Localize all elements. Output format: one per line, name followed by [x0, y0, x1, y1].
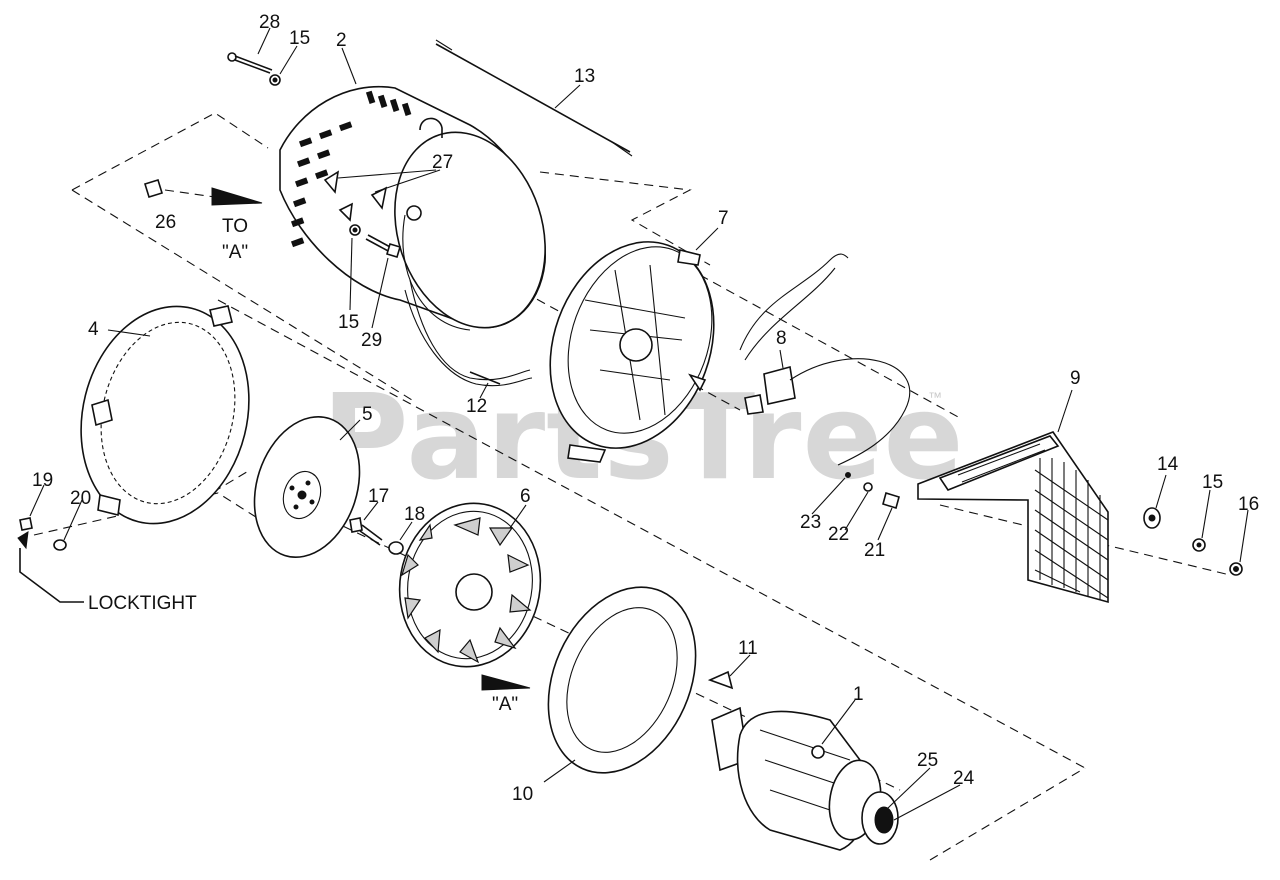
callout-25: 25 [917, 750, 938, 771]
stator-leads-12 [404, 279, 533, 387]
fan-6 [398, 502, 542, 668]
callout-19: 19 [32, 470, 53, 491]
callout-9: 9 [1070, 368, 1081, 389]
nut-15-top [269, 74, 281, 86]
note-locktight: LOCKTIGHT [88, 593, 197, 614]
callout-17: 17 [368, 486, 389, 507]
bolt-17 [349, 517, 383, 546]
callout-5: 5 [362, 404, 373, 425]
note-a-top: "A" [222, 242, 248, 263]
grille-9 [917, 431, 1109, 604]
axis-line-right [939, 504, 1231, 576]
washer-20 [53, 539, 67, 551]
rotor-assembly-1 [711, 706, 899, 851]
hardware-23-22-21 [845, 472, 900, 510]
callout-14: 14 [1157, 454, 1179, 475]
callout-27: 27 [432, 152, 453, 173]
callout-21: 21 [864, 540, 885, 561]
callout-23: 23 [800, 512, 821, 533]
callout-13: 13 [574, 66, 595, 87]
callout-6: 6 [520, 486, 531, 507]
screw-19 [17, 517, 33, 550]
notes: TO "A" "A" LOCKTIGHT [88, 216, 518, 715]
callout-15: 15 [289, 28, 310, 49]
flex-plate-5 [253, 416, 361, 558]
callout-15-mid: 15 [338, 312, 359, 333]
callout-22: 22 [828, 524, 849, 545]
note-to: TO [222, 216, 248, 237]
nut-15-mid [349, 224, 361, 236]
bolt-26 [144, 179, 263, 206]
callout-11: 11 [738, 638, 758, 659]
stator-housing-2 [279, 86, 546, 331]
callout-28: 28 [259, 12, 280, 33]
nut-16 [1229, 562, 1243, 576]
callout-16: 16 [1238, 494, 1259, 515]
callout-12: 12 [466, 396, 487, 417]
locktight-leader [19, 548, 84, 603]
through-bolt-13 [435, 39, 633, 157]
callout-18: 18 [404, 504, 425, 525]
ring-10 [547, 586, 697, 774]
callout-26: 26 [155, 212, 176, 233]
callout-24: 24 [953, 768, 975, 789]
washer-14 [1143, 507, 1161, 529]
assembly-outline-upper [71, 112, 961, 419]
bolt-29 [365, 234, 401, 258]
callout-10: 10 [512, 784, 533, 805]
callouts: 28 15 2 13 27 26 7 15 29 4 8 12 5 9 19 2… [32, 12, 1259, 805]
adapter-4 [80, 305, 250, 525]
arrow-a-bottom [481, 674, 531, 691]
callout-2: 2 [336, 30, 347, 51]
assembly-outline-lower [33, 299, 1086, 861]
callout-29: 29 [361, 330, 382, 351]
callout-4: 4 [88, 319, 99, 340]
brush-holder-8 [739, 253, 911, 466]
callout-20: 20 [70, 488, 91, 509]
wedge-27 [323, 170, 388, 222]
key-11 [707, 670, 734, 690]
callout-1: 1 [853, 684, 864, 705]
leader-lines [29, 27, 1249, 821]
nut-15-right [1192, 538, 1206, 552]
washer-18 [388, 541, 404, 555]
watermark-trademark: ™ [928, 389, 942, 405]
callout-8: 8 [776, 328, 787, 349]
callout-7: 7 [718, 208, 729, 229]
end-bracket-7 [549, 241, 715, 463]
callout-15-right: 15 [1202, 472, 1223, 493]
bolt-28 [227, 52, 273, 74]
note-a-bottom: "A" [492, 694, 518, 715]
